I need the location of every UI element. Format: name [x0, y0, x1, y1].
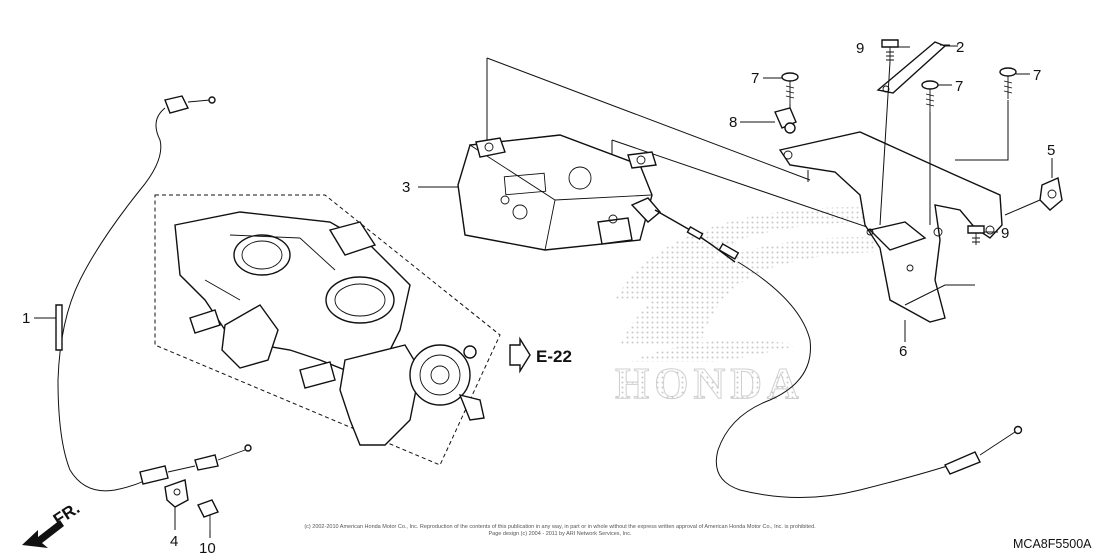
bracket [778, 100, 1009, 323]
front-direction-arrow: FR. [22, 499, 83, 548]
reference-label: E-22 [536, 347, 572, 366]
clip-5 [1004, 177, 1063, 216]
callout-5: 5 [1047, 142, 1055, 159]
callout-7-a: 7 [751, 70, 759, 87]
cable-clamp-4 [164, 479, 189, 508]
bolt-9-right [967, 225, 985, 245]
callout-3: 3 [402, 179, 410, 196]
callout-6: 6 [899, 343, 907, 360]
honda-wing-watermark: HONDA [615, 207, 875, 409]
copyright-line-2: Page design (c) 2004 - 2011 by ARI Netwo… [489, 531, 632, 537]
left-cable [55, 95, 252, 492]
control-unit [457, 57, 906, 251]
callout-4: 4 [170, 533, 178, 550]
grommet-8 [774, 107, 797, 134]
callout-9-b: 9 [1001, 225, 1009, 242]
callout-2: 2 [956, 39, 964, 56]
leader-lines [34, 45, 1053, 538]
diagram-code: MCA8F5500A [1013, 537, 1092, 551]
copyright-line-1: (c) 2002-2010 American Honda Motor Co., … [304, 524, 816, 530]
callout-10: 10 [199, 540, 216, 557]
callout-labels: 1 2 3 4 5 6 7 7 7 8 9 9 10 [22, 39, 1055, 557]
screw-7-a [781, 72, 799, 125]
callout-7-b: 7 [955, 78, 963, 95]
right-cable [654, 209, 1023, 498]
callout-8: 8 [729, 114, 737, 131]
callout-7-c: 7 [1033, 67, 1041, 84]
watermark-text: HONDA [615, 359, 804, 408]
bolt-9-top [879, 39, 899, 226]
throttle-body-assembly [154, 194, 501, 466]
bolt-10 [197, 499, 219, 530]
screw-7-b [921, 80, 939, 225]
callout-1: 1 [22, 310, 30, 327]
callout-9-a: 9 [856, 40, 864, 57]
reference-arrow: E-22 [509, 336, 572, 374]
screw-7-c [999, 67, 1017, 99]
